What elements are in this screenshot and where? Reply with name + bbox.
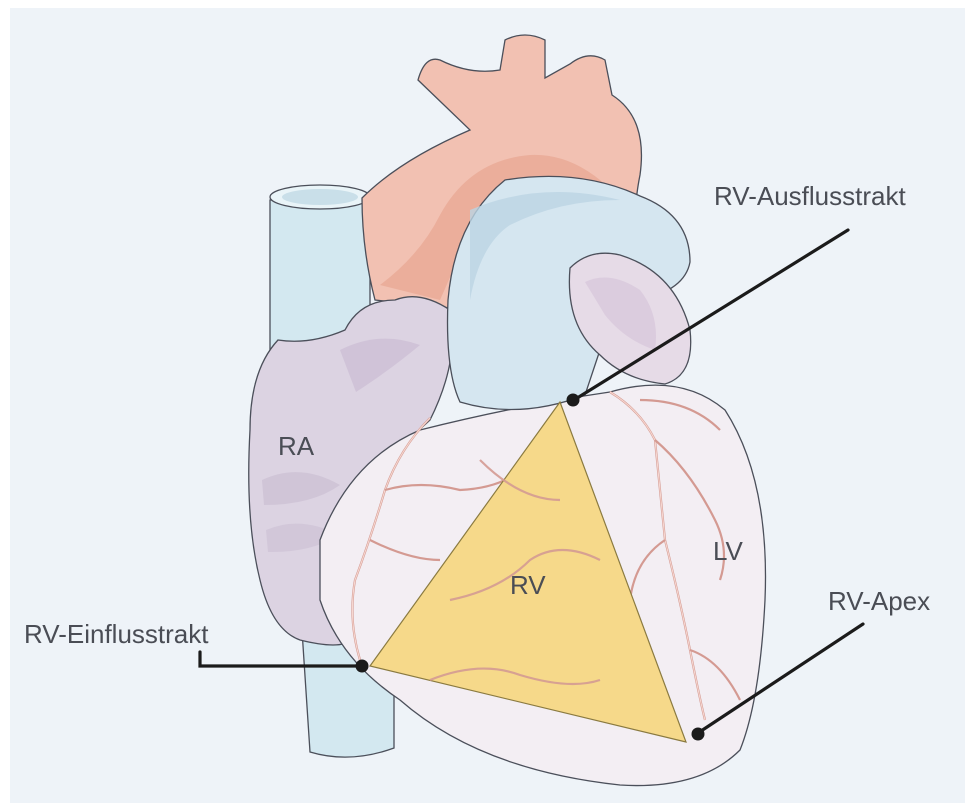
label-inflow: RV-Einflusstrakt: [24, 619, 209, 649]
label-lv: LV: [713, 536, 744, 566]
inflow-dot: [356, 660, 369, 673]
label-rv: RV: [510, 570, 546, 600]
superior-vena-cava-lumen: [282, 189, 358, 205]
label-rvot: RV-Ausflusstrakt: [714, 181, 906, 211]
apex-dot: [692, 728, 705, 741]
label-apex: RV-Apex: [828, 586, 930, 616]
rvot-dot: [567, 394, 580, 407]
label-ra: RA: [278, 431, 315, 461]
